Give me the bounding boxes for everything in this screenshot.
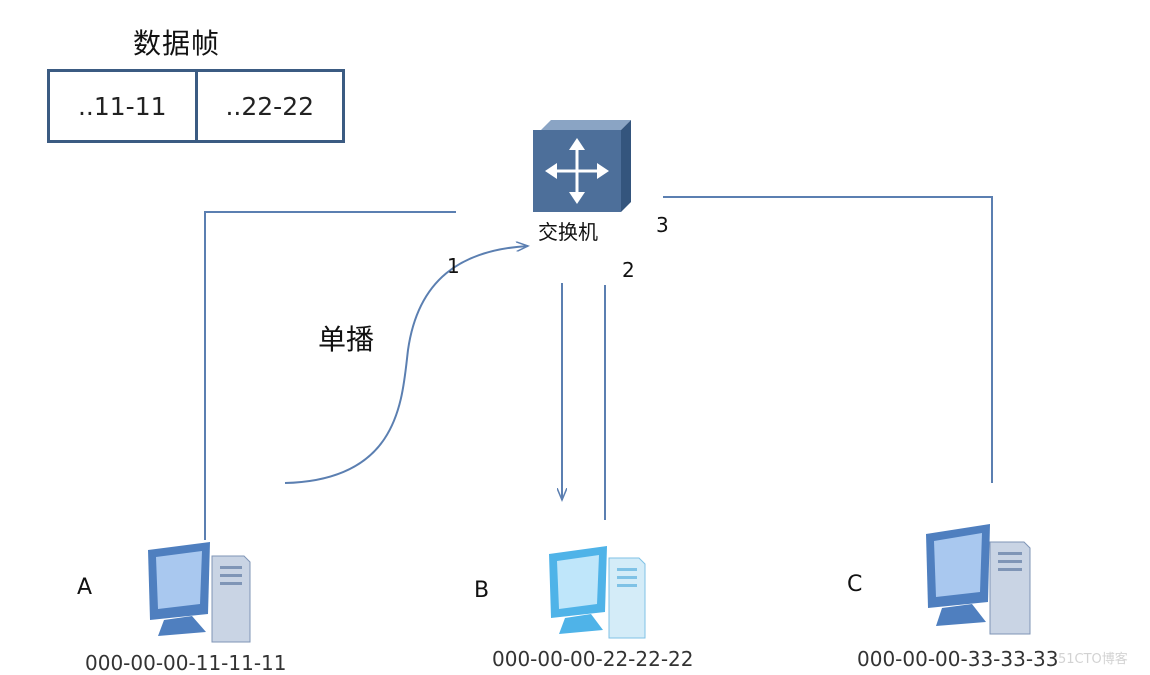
watermark: 51CTO博客 <box>1058 652 1128 667</box>
host-c-letter: C <box>847 572 863 597</box>
port-1-label: 1 <box>447 254 460 278</box>
frame-dest-mac: ..11-11 <box>77 91 167 121</box>
link-a <box>204 211 456 540</box>
switch-icon <box>533 120 631 212</box>
host-b-mac: 000-00-00-22-22-22 <box>492 647 694 671</box>
switch-label: 交换机 <box>538 220 598 244</box>
port-2-label: 2 <box>622 258 635 282</box>
port-3-label: 3 <box>656 213 669 237</box>
data-frame: ..11-11 ..22-22 <box>47 69 345 143</box>
computer-icon-c <box>926 524 1031 635</box>
frame-src-mac: ..22-22 <box>194 72 343 140</box>
unicast-arrow <box>284 246 528 484</box>
frame-title: 数据帧 <box>133 27 221 60</box>
computer-icon-b <box>549 546 646 639</box>
host-b-letter: B <box>474 578 490 603</box>
host-c-mac: 000-00-00-33-33-33 <box>857 647 1059 671</box>
computer-icon-a <box>148 542 251 643</box>
unicast-label: 单播 <box>318 323 375 356</box>
host-a-mac: 000-00-00-11-11-11 <box>85 651 287 675</box>
host-a-letter: A <box>77 575 93 600</box>
link-c <box>663 196 993 483</box>
